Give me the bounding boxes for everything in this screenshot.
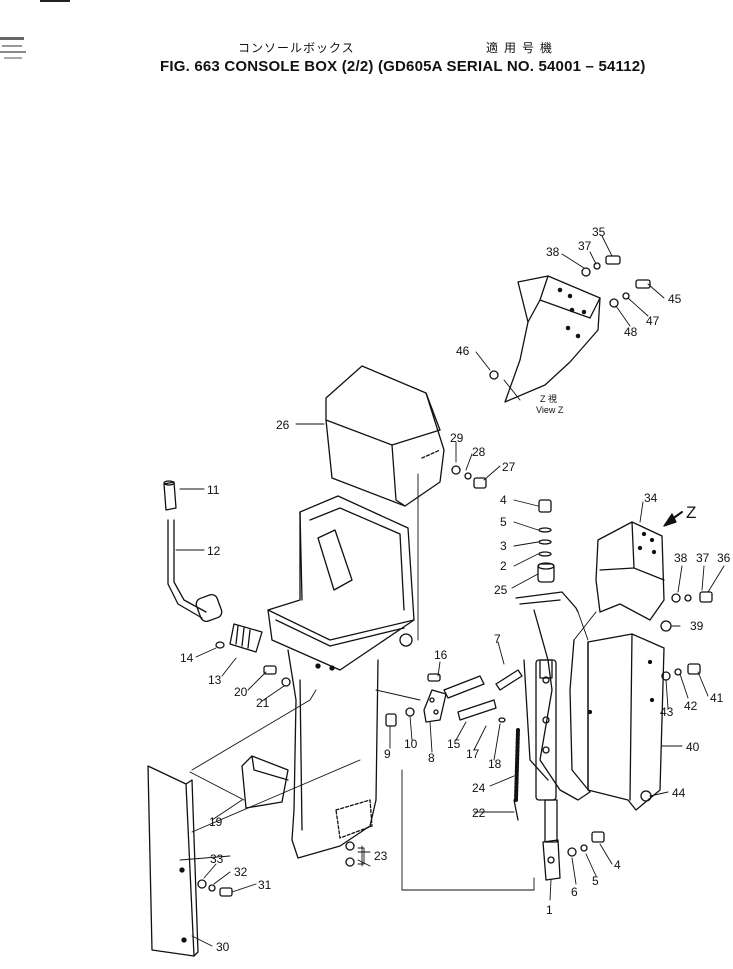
callout-2: 2 xyxy=(500,559,507,573)
callout-37: 37 xyxy=(696,551,710,565)
callout-21: 21 xyxy=(256,696,270,710)
callout-labels: 1 2 3 4 4 5 5 6 7 8 9 10 11 12 13 14 15 … xyxy=(180,225,731,954)
scan-corner-mark xyxy=(40,0,70,2)
callout-11: 11 xyxy=(207,483,220,497)
view-z-caption-line1: Z 視 xyxy=(540,393,557,404)
callout-47: 47 xyxy=(646,314,660,328)
callout-14: 14 xyxy=(180,651,194,665)
callout-31: 31 xyxy=(258,878,272,892)
callout-1: 1 xyxy=(546,903,553,917)
cover-34 xyxy=(595,521,665,621)
assembly-lines xyxy=(179,379,597,891)
cover-26 xyxy=(325,365,445,507)
callout-8: 8 xyxy=(428,751,435,765)
view-z-fasteners xyxy=(489,255,651,380)
callout-29: 29 xyxy=(450,431,464,445)
callout-41: 41 xyxy=(710,691,724,705)
callout-12: 12 xyxy=(207,544,221,558)
callout-7: 7 xyxy=(494,632,501,646)
callout-4: 4 xyxy=(614,858,621,872)
callout-35: 35 xyxy=(592,225,606,239)
callout-32: 32 xyxy=(234,865,248,879)
callout-22: 22 xyxy=(472,806,486,820)
callout-5: 5 xyxy=(592,874,599,888)
callout-3: 3 xyxy=(500,539,507,553)
callout-43: 43 xyxy=(660,705,674,719)
callout-40: 40 xyxy=(686,740,700,754)
callout-45: 45 xyxy=(668,292,682,306)
callout-42: 42 xyxy=(684,699,698,713)
lever-rod-12 xyxy=(167,519,263,653)
callout-15: 15 xyxy=(447,737,461,751)
figure-title: FIG. 663 CONSOLE BOX (2/2) (GD605A SERIA… xyxy=(160,58,646,75)
callout-38: 38 xyxy=(674,551,688,565)
callout-37: 37 xyxy=(578,239,592,253)
callout-16: 16 xyxy=(434,648,448,662)
lever-assembly xyxy=(515,591,591,881)
callout-39: 39 xyxy=(690,619,704,633)
callout-6: 6 xyxy=(571,885,578,899)
view-z-bracket xyxy=(504,275,601,403)
callout-26: 26 xyxy=(276,418,290,432)
callout-4: 4 xyxy=(500,493,507,507)
callout-34: 34 xyxy=(644,491,658,505)
side-plate-30 xyxy=(147,765,199,957)
callout-27: 27 xyxy=(502,460,516,474)
callout-36: 36 xyxy=(717,551,731,565)
view-z-arrow xyxy=(663,511,683,527)
view-z-arrow-letter: Z xyxy=(686,503,696,522)
callout-25: 25 xyxy=(494,583,508,597)
console-box-body xyxy=(267,495,415,859)
callout-28: 28 xyxy=(472,445,486,459)
callout-10: 10 xyxy=(404,737,418,751)
lever-knob-11 xyxy=(163,480,177,511)
callout-23-brace xyxy=(357,847,365,865)
callout-20: 20 xyxy=(234,685,248,699)
drawing-header: コンソールボックス 適用号機 FIG. 663 CONSOLE BOX (2/2… xyxy=(0,0,733,90)
callout-19: 19 xyxy=(209,815,223,829)
leader-lines xyxy=(175,235,725,947)
callout-9: 9 xyxy=(384,747,391,761)
callout-44: 44 xyxy=(672,786,686,800)
part-title-japanese: コンソールボックス xyxy=(238,41,355,55)
callout-23: 23 xyxy=(374,849,388,863)
callout-24: 24 xyxy=(472,781,486,795)
small-fasteners xyxy=(197,465,713,897)
callout-30: 30 xyxy=(216,940,230,954)
scan-artifact xyxy=(0,37,26,59)
bracket-19 xyxy=(241,755,289,809)
linkage-parts xyxy=(423,669,523,821)
callout-48: 48 xyxy=(624,325,638,339)
stacked-washers xyxy=(537,499,555,583)
callout-38: 38 xyxy=(546,245,560,259)
callout-33: 33 xyxy=(210,852,224,866)
view-z-caption-line2: View Z xyxy=(536,405,564,415)
cover-40 xyxy=(587,633,665,811)
callout-5: 5 xyxy=(500,515,507,529)
callout-18: 18 xyxy=(488,757,502,771)
callout-17: 17 xyxy=(466,747,480,761)
applicability-japanese: 適用号機 xyxy=(486,41,559,55)
callout-13: 13 xyxy=(208,673,222,687)
callout-46: 46 xyxy=(456,344,470,358)
